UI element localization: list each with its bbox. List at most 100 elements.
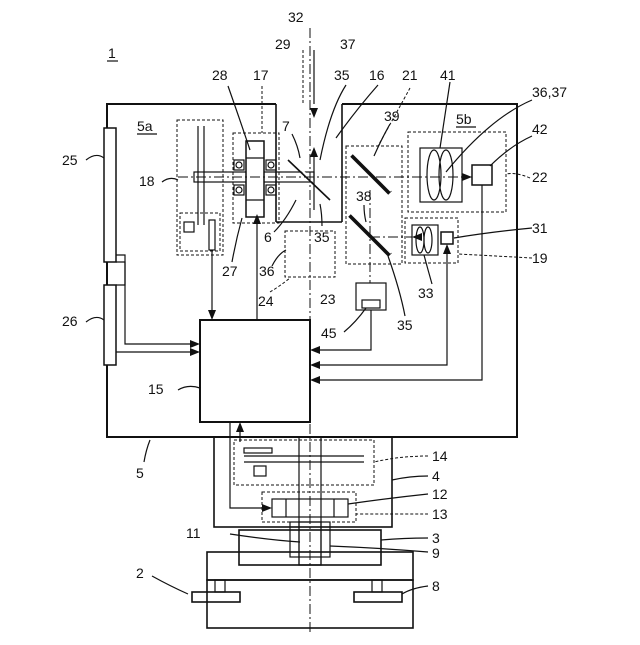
wire-15-to-12 (230, 422, 269, 508)
label-28: 28 (212, 67, 228, 83)
leader-26 (86, 317, 104, 322)
label-2: 2 (136, 565, 144, 581)
label-24: 24 (258, 293, 274, 309)
label-21: 21 (402, 67, 418, 83)
beam-up-arrow (310, 147, 318, 157)
wire-26-arrow (190, 348, 200, 356)
lens-33-b (424, 227, 432, 253)
label-4: 4 (432, 468, 440, 484)
label-41: 41 (440, 67, 456, 83)
leader-2 (152, 576, 188, 594)
light-source-23 (356, 283, 386, 310)
label-5: 5 (136, 465, 144, 481)
bearing-bl-ball (236, 187, 242, 193)
light-source-45 (362, 300, 380, 308)
leader-25 (86, 155, 104, 160)
label-35-mid: 35 (314, 229, 330, 245)
foot-left-2 (215, 580, 225, 592)
leader-6 (274, 200, 296, 232)
label-36-37: 36,37 (532, 84, 567, 100)
leader-28 (228, 86, 250, 150)
axis-top-arrow (462, 173, 472, 181)
mirror-39-inner (353, 153, 391, 191)
leader-15 (178, 386, 200, 390)
label-17: 17 (253, 67, 269, 83)
wire-25 (116, 255, 197, 344)
bearing-tr-ball (268, 162, 274, 168)
sensor-14-bar (244, 448, 272, 453)
foot-left (192, 592, 240, 602)
label-3: 3 (432, 530, 440, 546)
display-26 (104, 285, 116, 365)
leader-31 (454, 228, 532, 238)
wire-23-arrow (310, 346, 320, 354)
label-18: 18 (139, 173, 155, 189)
foot-right (354, 592, 402, 602)
wire-31-top-arrow (443, 244, 451, 254)
label-23: 23 (320, 291, 336, 307)
leader-45 (344, 308, 366, 332)
leader-3 (381, 538, 428, 540)
mirror-38-inner (351, 213, 391, 253)
leader-33 (424, 255, 432, 284)
sensor-14-square (254, 466, 266, 476)
leader-14 (374, 456, 428, 462)
label-33: 33 (418, 285, 434, 301)
controller-15 (200, 320, 310, 422)
leader-4 (392, 476, 428, 480)
sensor-42 (472, 165, 492, 185)
leader-27 (232, 218, 242, 262)
label-11: 11 (186, 525, 201, 541)
label-38: 38 (356, 188, 372, 204)
label-19: 19 (532, 250, 548, 266)
label-15: 15 (148, 381, 164, 397)
bearing-tl-ball (236, 162, 242, 168)
label-27: 27 (222, 263, 238, 279)
housing-top-opening (276, 100, 342, 108)
wire-31-arrow (310, 361, 320, 369)
label-26: 26 (62, 313, 78, 329)
label-1: 1 (108, 45, 116, 61)
leader-18 (162, 178, 178, 182)
label-8: 8 (432, 578, 440, 594)
module-18-slider (209, 220, 215, 250)
leader-39 (374, 124, 390, 156)
label-32: 32 (288, 9, 304, 25)
rotor-body (246, 141, 264, 217)
label-29: 29 (275, 36, 291, 52)
label-22: 22 (532, 169, 548, 185)
foot-right-2 (372, 580, 382, 592)
label-36: 36 (259, 263, 275, 279)
bearing-br-ball (268, 187, 274, 193)
leader-41 (440, 82, 450, 148)
module-18 (177, 120, 223, 255)
label-39: 39 (384, 108, 400, 124)
sensor-31 (441, 232, 453, 244)
sensor-square-left (184, 222, 194, 232)
label-35-low: 35 (397, 317, 413, 333)
label-5a: 5a (137, 118, 153, 134)
module-21 (346, 146, 402, 264)
label-13: 13 (432, 506, 448, 522)
label-25: 25 (62, 152, 78, 168)
leader-5 (144, 440, 150, 462)
leader-9 (330, 546, 428, 552)
leader-19 (458, 254, 532, 258)
leader-24 (270, 278, 290, 292)
beam-splitter-6 (288, 160, 330, 200)
wire-18-arrow (208, 310, 216, 320)
label-14: 14 (432, 448, 448, 464)
label-37: 37 (340, 36, 356, 52)
display-frame (116, 262, 125, 285)
wire-15-14-arrow (236, 422, 244, 432)
leader-7 (292, 134, 300, 158)
label-16: 16 (369, 67, 385, 83)
label-5b: 5b (456, 111, 472, 127)
wire-42-arrow (310, 376, 320, 384)
wire-42 (313, 185, 482, 380)
leader-8 (402, 586, 428, 594)
leader-12 (348, 494, 428, 504)
label-7: 7 (282, 118, 290, 134)
